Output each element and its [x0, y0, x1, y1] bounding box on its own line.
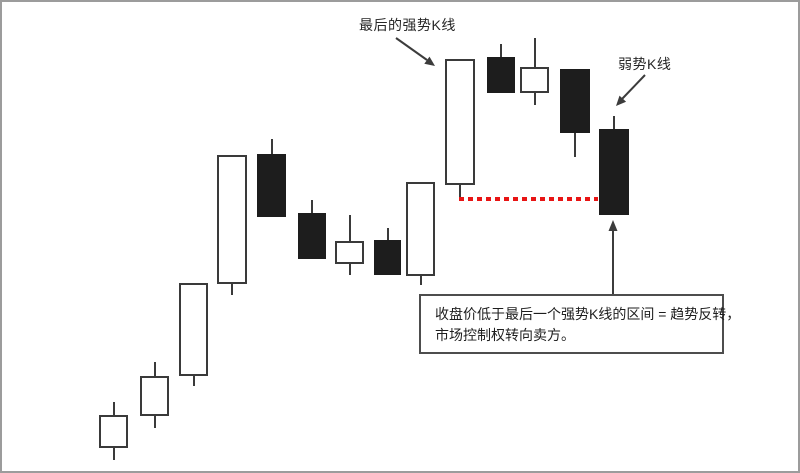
candle-14-wick-top — [613, 116, 615, 129]
candle-6-wick-top — [311, 200, 313, 213]
candle-12-wick-top — [533, 38, 536, 67]
candle-1-wick-top — [112, 402, 115, 415]
candle-14-body-bearish-weak — [599, 129, 629, 215]
candle-8-body-bearish — [374, 240, 401, 275]
candle-6-body-bearish — [298, 213, 326, 259]
candle-10-wick-bottom — [459, 185, 461, 199]
candle-13-wick-bottom — [574, 133, 576, 157]
candle-11-body-bearish — [487, 57, 515, 93]
candle-13-body-bearish — [560, 69, 590, 133]
candle-5-body-bearish — [257, 154, 286, 217]
candle-1-wick-bottom — [112, 448, 115, 460]
candle-2-body-bullish — [140, 376, 169, 416]
candle-7-wick-bottom — [348, 264, 351, 275]
candle-4-body-bullish — [217, 155, 247, 284]
candle-12-wick-bottom — [533, 93, 536, 105]
candle-7-wick-top — [348, 215, 351, 241]
candle-2-wick-bottom — [153, 416, 156, 428]
weak-candle-label: 弱势K线 — [618, 56, 672, 72]
candle-4-wick-bottom — [231, 284, 233, 295]
candle-8-wick-top — [386, 228, 389, 240]
candle-11-wick-top — [500, 44, 502, 57]
candle-12-body-bullish — [520, 67, 549, 93]
candle-9-body-bullish — [406, 182, 435, 276]
candle-1-body-bullish — [99, 415, 128, 448]
reversal-level-line — [459, 197, 598, 201]
candle-5-wick-top — [270, 139, 273, 154]
candle-3-wick-bottom — [192, 376, 195, 386]
reversal-note-line1: 收盘价低于最后一个强势K线的区间 = 趋势反转， — [435, 306, 741, 322]
reversal-note-box: 收盘价低于最后一个强势K线的区间 = 趋势反转， 市场控制权转向卖方。 — [419, 294, 741, 354]
candle-3-body-bullish — [179, 283, 208, 376]
candle-2-wick-top — [153, 362, 156, 376]
candle-10-body-bullish-last-strong — [445, 59, 475, 185]
candle-7-body-bullish — [335, 241, 364, 264]
candle-9-wick-bottom — [419, 276, 422, 285]
last-strong-candle-label: 最后的强势K线 — [359, 17, 456, 33]
reversal-note-line2: 市场控制权转向卖方。 — [435, 327, 575, 343]
